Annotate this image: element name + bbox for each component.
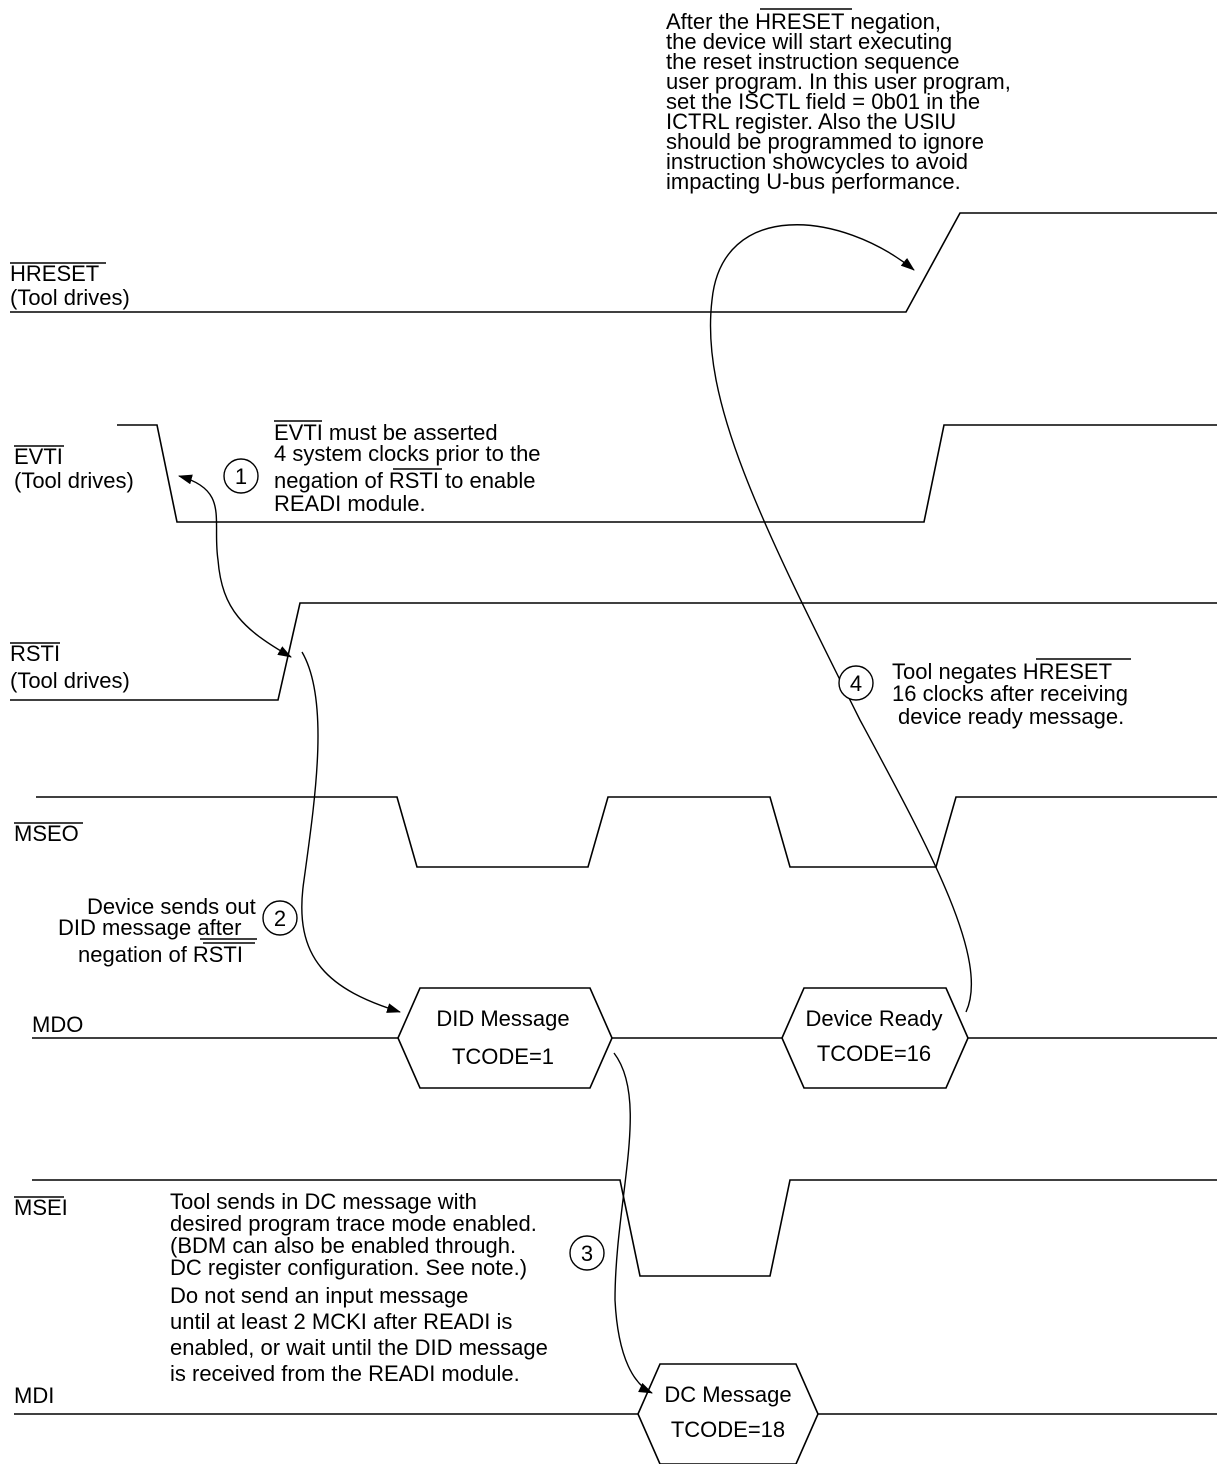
top-note-hreset: HRESET [755, 9, 844, 34]
step-2-number: 2 [274, 906, 286, 931]
step-3-marker: 3 [569, 1235, 605, 1271]
step-4-number: 4 [850, 671, 862, 696]
evti-note-line: negation of [274, 468, 384, 493]
hreset-signal: HRESET (Tool drives) [10, 212, 1217, 313]
did-message-line1: DID Message [436, 1006, 569, 1031]
evti-waveform [117, 424, 1217, 523]
hreset-neg-line: Tool negates [892, 659, 1017, 684]
dc-note-line: is received from the READI module. [170, 1361, 520, 1386]
hreset-label: HRESET [10, 261, 99, 286]
step3-arrow [613, 1052, 653, 1394]
evti-signal: EVTI (Tool drives) [14, 424, 1217, 523]
rsti-label: RSTI [10, 641, 60, 666]
step-3-number: 3 [581, 1241, 593, 1266]
top-note-line: set the ISCTL field = 0b01 in the [666, 89, 980, 114]
hreset-sub: (Tool drives) [10, 285, 130, 310]
dc-note-line: desired program trace mode enabled. [170, 1211, 537, 1236]
did-note-rsti: RSTI [193, 942, 243, 967]
dc-note-line: until at least 2 MCKI after READI is [170, 1309, 512, 1334]
mseo-label: MSEO [14, 821, 79, 846]
msei-waveform [32, 1179, 1217, 1277]
top-note-line: the device will start executing [666, 29, 952, 54]
evti-note-line: 4 system clocks prior to the [274, 441, 541, 466]
device-ready-hexagon [781, 987, 969, 1089]
top-note-line: instruction showcycles to avoid [666, 149, 968, 174]
dc-note-line: DC register configuration. See note.) [170, 1255, 527, 1280]
mdi-label: MDI [14, 1383, 54, 1408]
dc-note: Tool sends in DC message with desired pr… [170, 1189, 548, 1386]
top-note-line: user program. In this user program, [666, 69, 1011, 94]
step2-arrow [301, 651, 401, 1013]
step-1-marker: 1 [223, 458, 259, 494]
mdi-signal: MDI DC Message TCODE=18 [14, 1363, 1217, 1464]
mdo-label: MDO [32, 1012, 83, 1037]
hreset-neg-hreset: HRESET [1023, 659, 1112, 684]
mdo-signal: MDO DID Message TCODE=1 Device Ready TCO… [32, 987, 1217, 1089]
hreset-neg-line: 16 clocks after receiving [892, 681, 1128, 706]
mseo-signal: MSEO [14, 796, 1217, 868]
step4-arrow [709, 224, 973, 1013]
step1-arrow [178, 474, 292, 658]
top-note-line: impacting U-bus performance. [666, 169, 961, 194]
top-note-line: After the [666, 9, 749, 34]
top-note-line: ICTRL register. Also the USIU [666, 109, 956, 134]
device-ready-line2: TCODE=16 [817, 1041, 931, 1066]
evti-note-line: READI module. [274, 491, 426, 516]
evti-note-evti: EVTI [274, 420, 323, 445]
top-note-line: the reset instruction sequence [666, 49, 960, 74]
rsti-sub: (Tool drives) [10, 668, 130, 693]
evti-note-line: to enable [445, 468, 536, 493]
did-note-line: Device sends out [87, 894, 256, 919]
did-note-line: negation of [78, 942, 188, 967]
did-message-line2: TCODE=1 [452, 1044, 554, 1069]
hreset-neg-line: device ready message. [898, 704, 1124, 729]
step-2-marker: 2 [262, 900, 298, 936]
step-1-number: 1 [235, 464, 247, 489]
evti-note-rsti: RSTI [389, 468, 439, 493]
step-4-marker: 4 [838, 665, 874, 701]
hreset-waveform [10, 212, 1217, 313]
dc-note-line: Tool sends in DC message with [170, 1189, 477, 1214]
dc-message-line2: TCODE=18 [671, 1417, 785, 1442]
top-note-line: should be programmed to ignore [666, 129, 984, 154]
dc-note-line: (BDM can also be enabled through. [170, 1233, 516, 1258]
msei-signal: MSEI [14, 1179, 1217, 1277]
dc-note-line: Do not send an input message [170, 1283, 468, 1308]
device-ready-line1: Device Ready [806, 1006, 943, 1031]
did-note-line: DID message after [58, 915, 241, 940]
mseo-waveform [36, 796, 1217, 868]
msei-label: MSEI [14, 1195, 68, 1220]
did-message-hexagon [397, 987, 613, 1089]
dc-message-line1: DC Message [664, 1382, 791, 1407]
evti-sub: (Tool drives) [14, 468, 134, 493]
dc-note-line: enabled, or wait until the DID message [170, 1335, 548, 1360]
evti-label: EVTI [14, 444, 63, 469]
dc-message-hexagon [637, 1363, 819, 1464]
top-note-line: negation, [850, 9, 941, 34]
did-note: Device sends out DID message after negat… [58, 894, 257, 967]
evti-note-line: must be asserted [329, 420, 498, 445]
